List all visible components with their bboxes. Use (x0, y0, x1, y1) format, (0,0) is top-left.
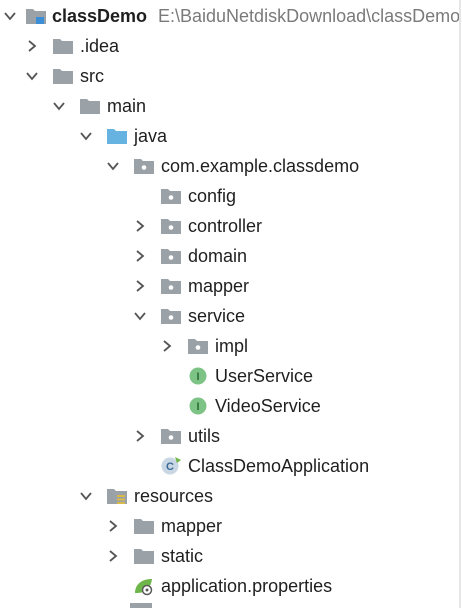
project-path: E:\BaiduNetdiskDownload\classDemo (158, 6, 461, 26)
tree-label-service: service (188, 306, 246, 326)
chevron-right-icon[interactable] (134, 250, 146, 262)
tree-row-config[interactable]: config (0, 181, 462, 211)
tree-row-java[interactable]: java (0, 121, 462, 151)
tree-label-controller: controller (188, 216, 263, 236)
interface-letter: I (196, 401, 199, 413)
chevron-right-icon[interactable] (107, 550, 119, 562)
tree-row-idea[interactable]: .idea (0, 31, 462, 61)
package-icon (161, 279, 181, 294)
tree-label-app-properties: application.properties (161, 576, 333, 596)
source-folder-icon (107, 129, 127, 144)
chevron-right-icon[interactable] (26, 40, 38, 52)
tree-row-main[interactable]: main (0, 91, 462, 121)
chevron-right-icon[interactable] (134, 220, 146, 232)
tree-label-app-class: ClassDemoApplication (188, 456, 370, 476)
tree-label-main: main (107, 96, 147, 116)
tree-label-utils: utils (188, 426, 221, 446)
chevron-down-icon[interactable] (53, 100, 65, 112)
resources-folder-icon (107, 489, 127, 504)
spring-properties-icon (135, 579, 153, 596)
tree-row-package[interactable]: com.example.classdemo (0, 151, 462, 181)
tree-label-package: com.example.classdemo (161, 156, 360, 176)
project-folder-icon (26, 9, 46, 24)
spring-boot-class-icon: C (161, 457, 181, 475)
tree-label-config: config (188, 186, 237, 206)
tree-label-static: static (161, 546, 204, 566)
tree-row-mapper-resources[interactable]: mapper (0, 511, 462, 541)
tree-row-static[interactable]: static (0, 541, 462, 571)
package-icon (161, 429, 181, 444)
tree-row-resources[interactable]: resources (0, 481, 462, 511)
tree-row-app-class[interactable]: C ClassDemoApplication (0, 451, 462, 481)
tree-label-idea: .idea (80, 36, 120, 56)
tree-label-java: java (134, 126, 168, 146)
tree-label-domain: domain (188, 246, 248, 266)
interface-letter: I (196, 371, 199, 383)
tree-label-impl: impl (215, 336, 249, 356)
tree-row-mapper-package[interactable]: mapper (0, 271, 462, 301)
chevron-right-icon[interactable] (161, 340, 173, 352)
chevron-right-icon[interactable] (134, 430, 146, 442)
chevron-down-icon[interactable] (134, 310, 146, 322)
tree-row-user-service[interactable]: I UserService (0, 361, 462, 391)
tree-row-video-service[interactable]: I VideoService (0, 391, 462, 421)
tree-label-video-service: VideoService (215, 396, 321, 416)
tree-row-impl[interactable]: impl (0, 331, 462, 361)
folder-icon (80, 99, 100, 114)
chevron-down-icon[interactable] (80, 130, 92, 142)
tree-row-service[interactable]: service (0, 301, 462, 331)
chevron-down-icon[interactable] (80, 490, 92, 502)
chevron-right-icon[interactable] (134, 280, 146, 292)
package-icon (188, 339, 208, 354)
tree-row-src[interactable]: src (0, 61, 462, 91)
partial-next-row (130, 603, 152, 608)
chevron-right-icon[interactable] (107, 520, 119, 532)
tree-label-mapper-resources: mapper (161, 516, 223, 536)
chevron-down-icon[interactable] (107, 160, 119, 172)
package-icon (161, 189, 181, 204)
interface-icon: I (189, 397, 207, 415)
folder-icon (134, 519, 154, 534)
folder-icon (134, 549, 154, 564)
tree-row-project-root[interactable]: classDemo E:\BaiduNetdiskDownload\classD… (0, 1, 462, 31)
chevron-down-icon[interactable] (26, 70, 38, 82)
tree-label-mapper-package: mapper (188, 276, 250, 296)
folder-icon (53, 39, 73, 54)
tree-label-resources: resources (134, 486, 214, 506)
tree-label-src: src (80, 66, 104, 86)
tree-label-user-service: UserService (215, 366, 314, 386)
panel-divider (459, 0, 461, 608)
tree-row-controller[interactable]: controller (0, 211, 462, 241)
interface-icon: I (189, 367, 207, 385)
tree-row-utils[interactable]: utils (0, 421, 462, 451)
tree-row-app-properties[interactable]: application.properties (0, 571, 462, 601)
package-icon (161, 309, 181, 324)
class-letter: C (166, 461, 174, 473)
package-icon (161, 249, 181, 264)
chevron-down-icon[interactable] (4, 10, 16, 22)
folder-icon (53, 69, 73, 84)
package-icon (134, 159, 154, 174)
project-name: classDemo (52, 6, 148, 26)
tree-row-domain[interactable]: domain (0, 241, 462, 271)
package-icon (161, 219, 181, 234)
